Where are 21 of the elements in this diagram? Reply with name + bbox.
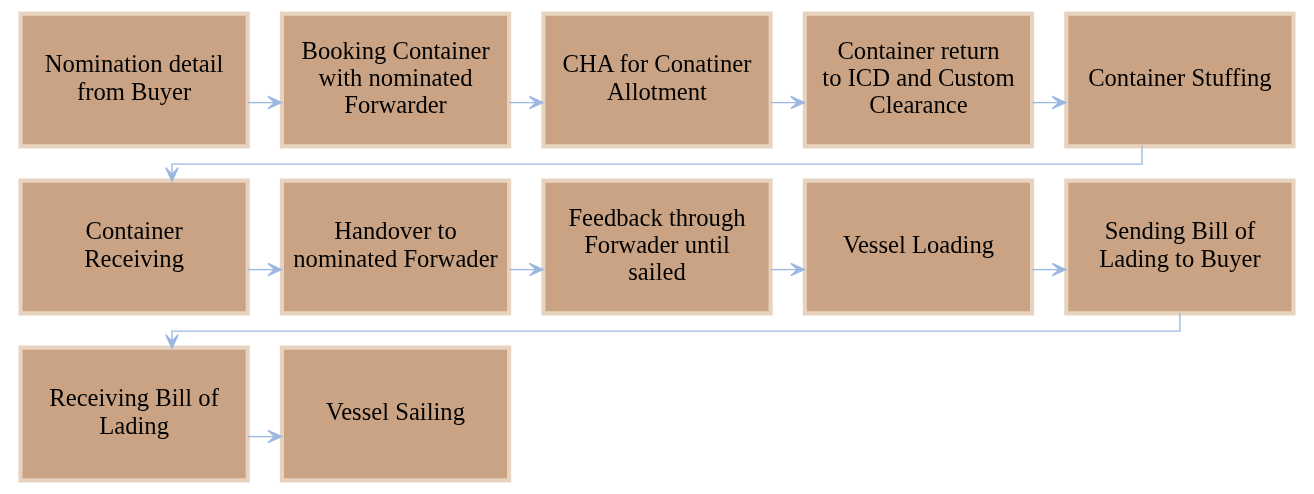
node-box: Booking Container with nominated Forwarder [279, 11, 512, 149]
arrow [508, 95, 544, 110]
node-box: Receiving Bill of Lading [18, 345, 250, 483]
node-box: Vessel Loading [802, 178, 1035, 316]
arrow [770, 262, 806, 277]
node-box: Vessel Sailing [279, 345, 512, 483]
arrow [770, 95, 806, 110]
arrow [1031, 262, 1067, 277]
node-box: Handover to nominated Forwader [279, 178, 512, 316]
node-box: Container Stuffing [1064, 11, 1296, 149]
node-box: Nomination detail from Buyer [18, 11, 250, 149]
arrow [508, 262, 544, 277]
node-box: Container return to ICD and Custom Clearance [802, 11, 1035, 149]
node-box: Container Receiving [18, 178, 250, 316]
node-box: Sending Bill of Lading to Buyer [1064, 178, 1296, 316]
arrow [1031, 95, 1067, 110]
arrow [247, 262, 283, 277]
arrow [247, 429, 283, 444]
node-box: Feedback through Forwader until sailed [541, 178, 773, 316]
arrow [247, 95, 283, 110]
node-box: CHA for Conatiner Allotment [541, 11, 773, 149]
